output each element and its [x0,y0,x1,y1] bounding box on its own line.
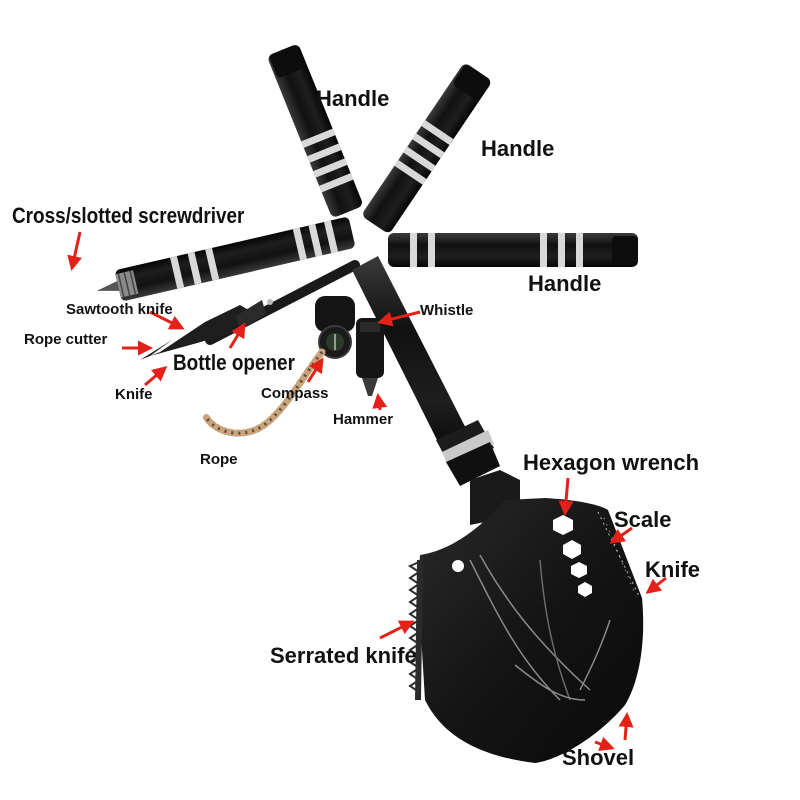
arrow-scale [609,526,633,544]
label-handle-2: Handle [481,136,555,161]
label-rope: Rope [200,451,238,468]
shovel-blade [407,470,644,763]
label-knife-edge: Knife [645,557,700,582]
compass-body [315,296,355,359]
arrow-sawtooth-knife [149,310,185,330]
label-hammer: Hammer [333,411,394,428]
label-scale: Scale [614,507,672,532]
annotation-arrows [67,231,667,752]
arrow-knife-small [144,366,168,387]
paracord-rope-shade [203,351,324,435]
label-bottle-opener: Bottle opener [173,350,295,375]
arrow-screwdriver [67,231,82,271]
arrow-whistle [377,310,421,327]
handle-tube-3 [388,233,638,267]
screwdriver-tube [96,217,355,301]
label-hexagon-wrench: Hexagon wrench [523,450,700,475]
label-compass: Compass [261,385,329,402]
handle-tube-1 [268,45,362,217]
arrow-hammer [372,393,388,411]
arrow-compass [306,357,324,383]
label-screwdriver: Cross/slotted screwdriver [12,203,245,228]
arrow-bottle-opener [228,322,246,349]
label-rope-cutter: Rope cutter [24,331,108,348]
arrow-serrated-knife [379,620,415,640]
handle-tube-2 [363,64,491,233]
arrow-hexagon-wrench [558,477,574,516]
label-serrated-knife: Serrated knife [270,643,417,668]
label-handle-3: Handle [528,271,602,296]
label-sawtooth-knife: Sawtooth knife [66,301,173,318]
label-whistle: Whistle [420,302,474,319]
arrow-shovel [618,712,634,741]
label-knife-small: Knife [115,386,153,403]
label-shovel: Shovel [562,745,635,770]
main-shaft [352,256,500,486]
arrow-knife-edge [645,576,667,594]
arrow-shovel-2 [594,736,615,752]
label-handle-1: Handle [316,86,390,111]
whistle-hammer-body [356,318,384,396]
